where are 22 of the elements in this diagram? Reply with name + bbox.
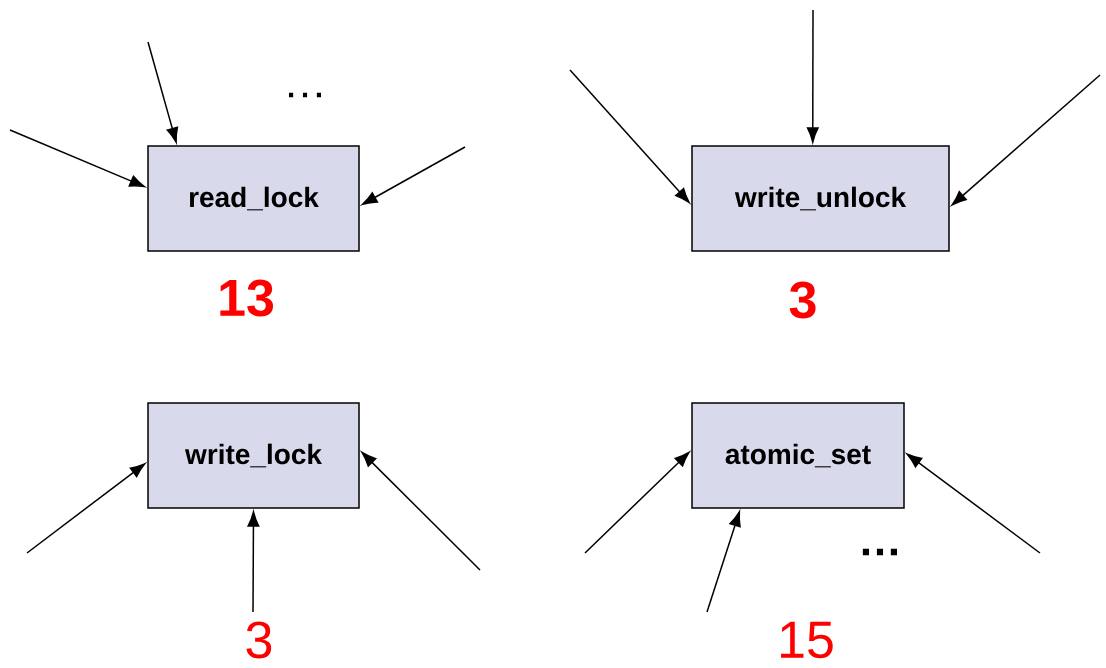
count-number: 3 [789, 281, 816, 319]
arrow [147, 41, 179, 143]
arrow [361, 146, 466, 206]
arrow [706, 511, 741, 613]
process-box: write_lock [147, 402, 360, 509]
process-box: atomic_set [691, 402, 905, 509]
arrow [951, 74, 1101, 206]
arrow [247, 511, 260, 613]
process-box: read_lock [147, 145, 360, 252]
arrow [361, 451, 481, 571]
count-number: 15 [781, 621, 833, 659]
arrow [569, 69, 690, 204]
ellipsis: … [289, 92, 321, 98]
arrow [906, 453, 1041, 554]
ellipsis: … [862, 548, 897, 556]
count-number: 13 [220, 279, 274, 317]
arrow [9, 129, 146, 188]
count-number: 3 [246, 621, 272, 659]
arrow [806, 9, 819, 143]
arrow [584, 451, 690, 554]
arrow [26, 463, 146, 554]
process-box: write_unlock [691, 145, 950, 252]
